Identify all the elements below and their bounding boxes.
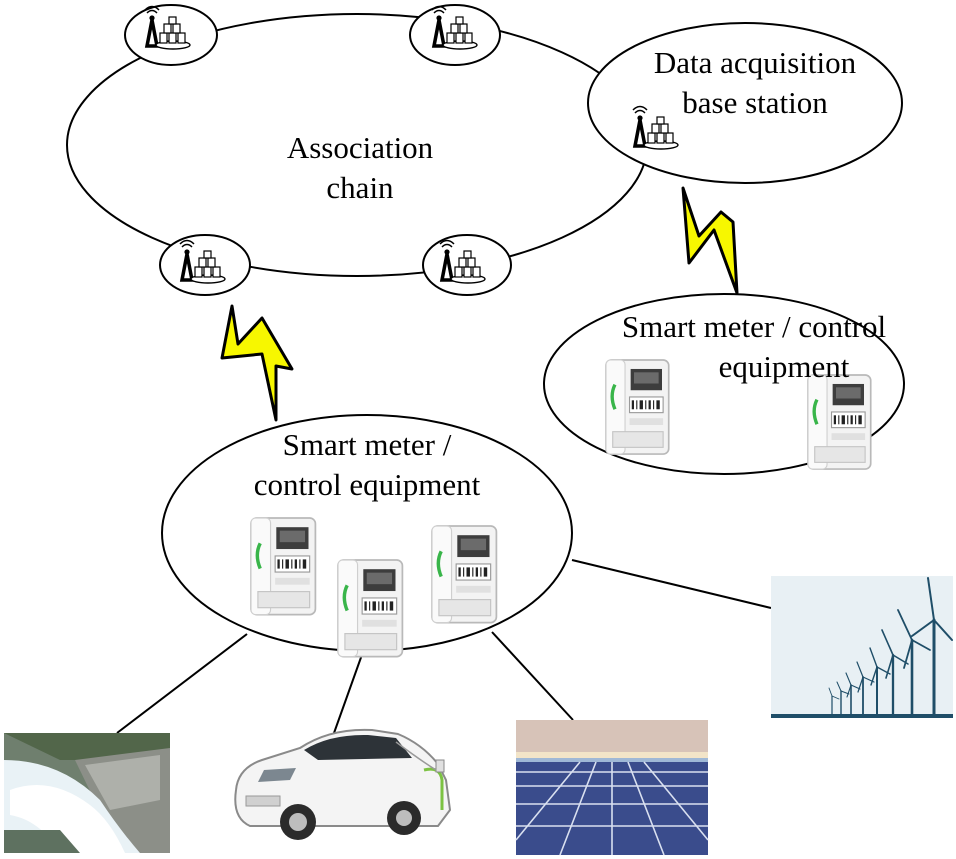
link-wind [571,559,772,609]
association-chain-line-2: chain [326,170,394,205]
smart-meter-icon [430,524,499,625]
smart-meter-icon [249,516,318,617]
chain-node-top-right [409,4,501,66]
base-station-line-1: Data acquisition [653,45,857,80]
chain-node-bottom-left [159,234,251,296]
association-chain-label: Association chain [260,128,460,208]
chain-node-top-left [124,4,218,66]
smart-meter-icon [336,558,405,659]
base-station-line-2: base station [682,85,828,120]
solar-panels-icon [515,720,709,856]
meter-group-right-line-1: Smart meter / control [621,309,887,344]
wind-turbine-icon [771,576,953,718]
association-chain-line-1: Association [286,130,434,165]
lightning-bolt-icon [220,304,294,422]
meter-group-right-label: Smart meter / control equipment [594,307,914,387]
lightning-bolt-icon [681,186,739,295]
link-ev [333,648,365,734]
smart-meter-icon [806,373,873,471]
meter-group-bottom-label: Smart meter / control equipment [222,425,512,505]
meter-group-right-line-2: equipment [718,349,850,384]
meter-group-bottom-line-1: Smart meter / [282,427,452,462]
base-station-label: Data acquisition base station [625,43,885,123]
hydro-dam-icon [4,733,170,853]
chain-node-bottom-right [422,234,512,296]
link-hydro [116,633,248,734]
meter-group-bottom-line-2: control equipment [253,467,481,502]
electric-vehicle-icon [234,728,452,840]
link-solar [491,631,574,721]
